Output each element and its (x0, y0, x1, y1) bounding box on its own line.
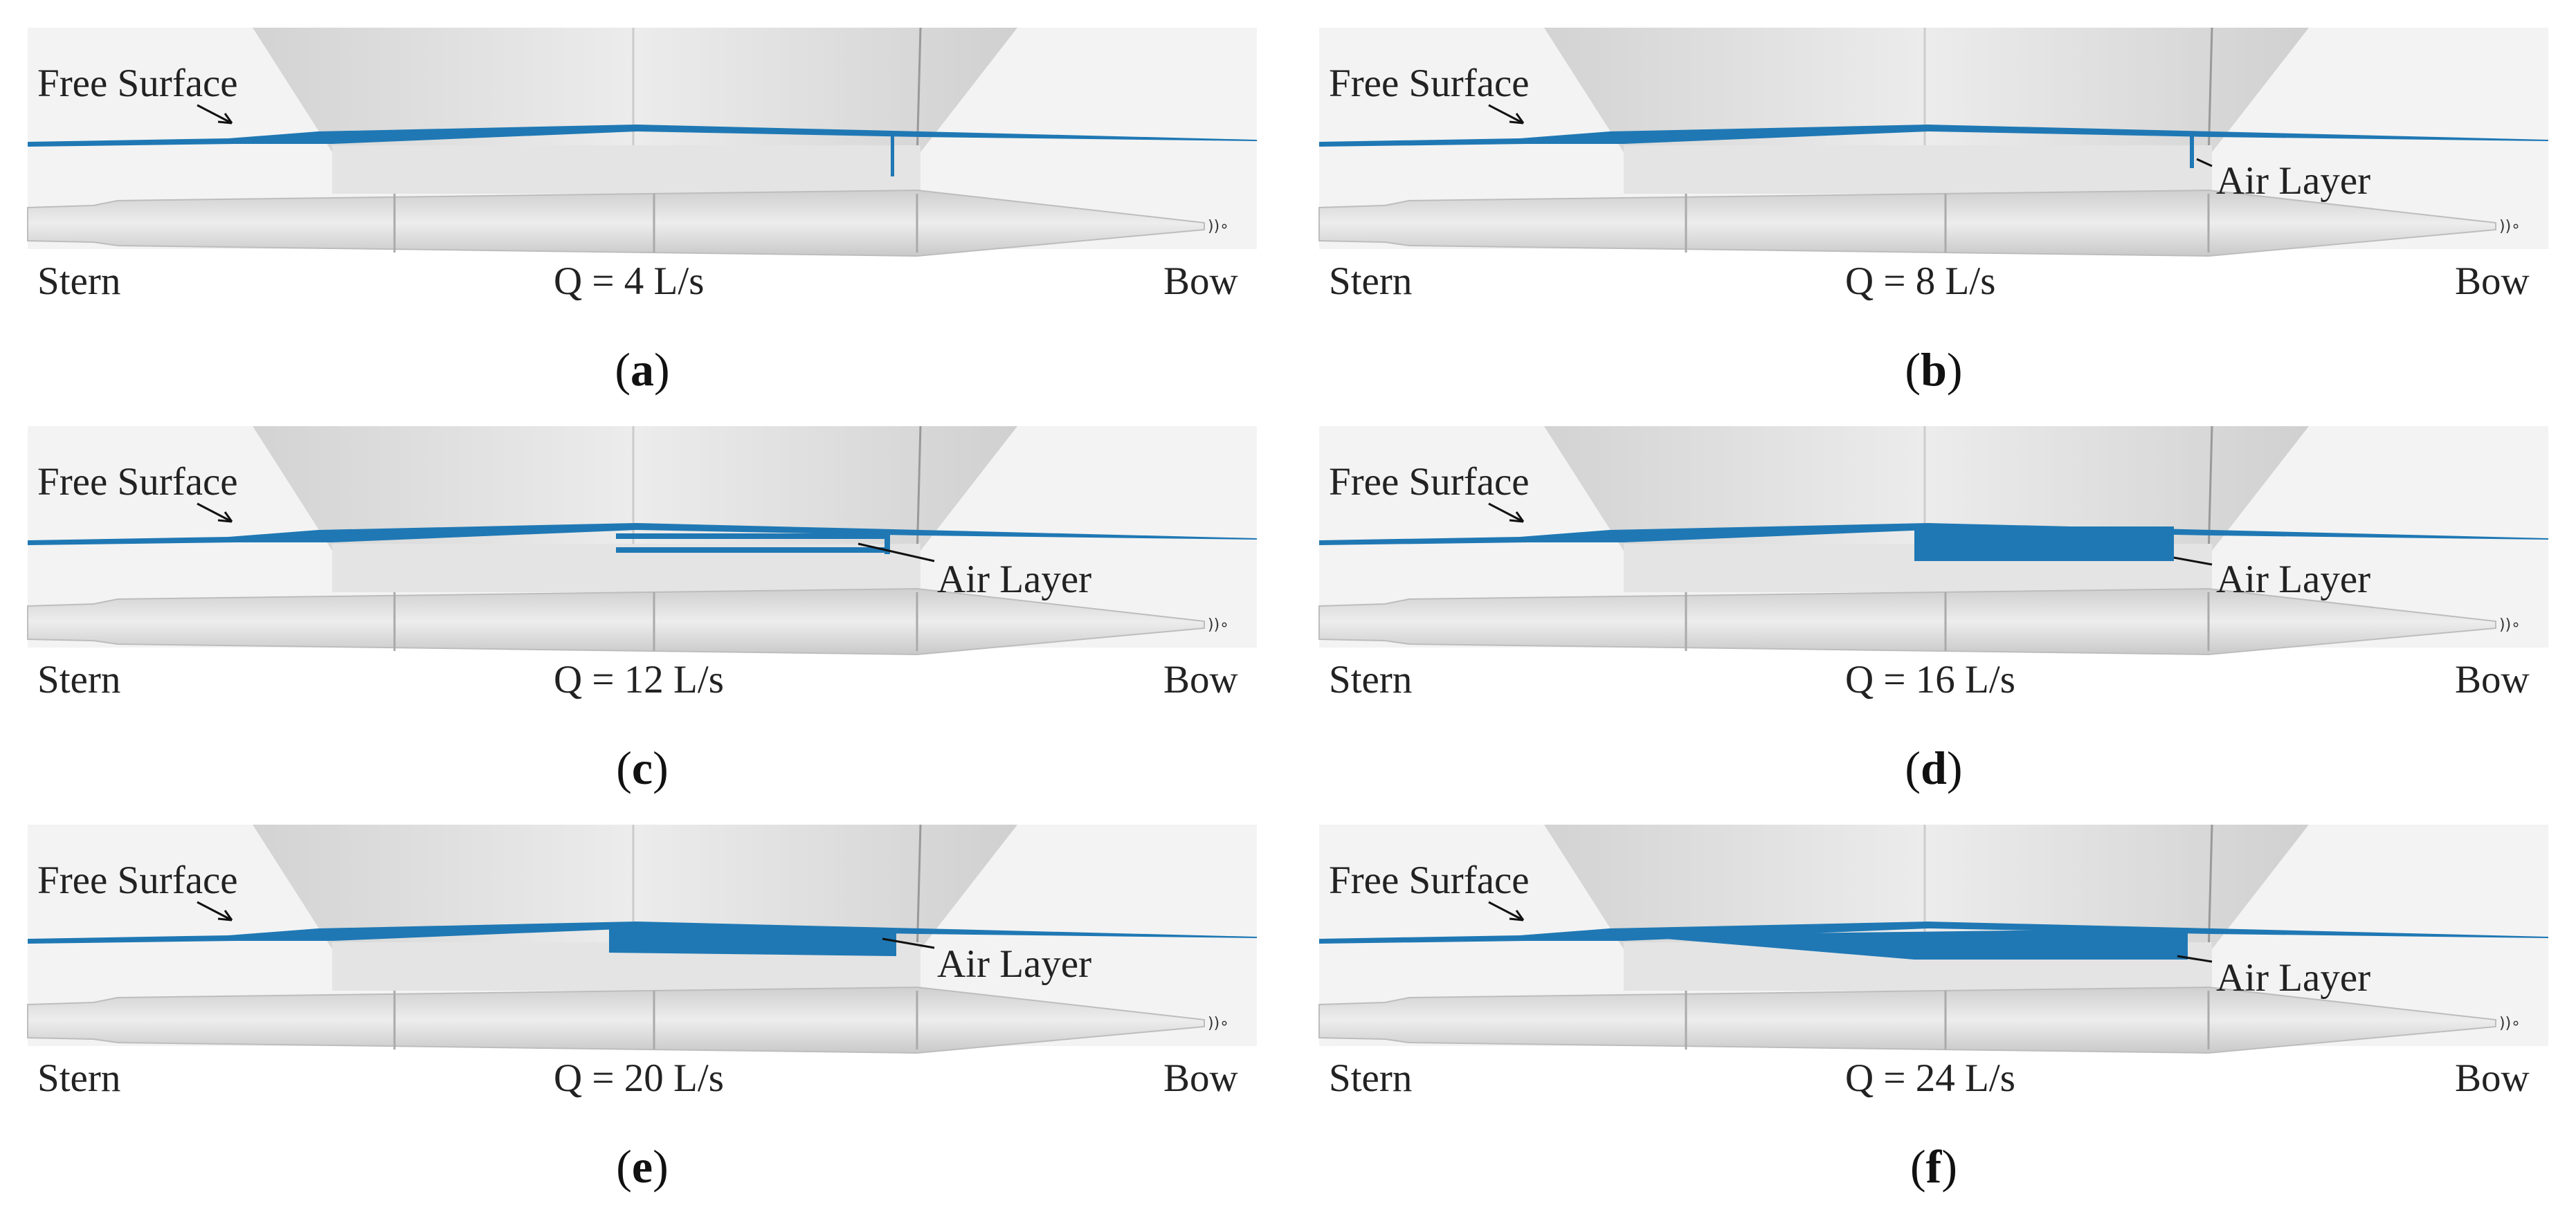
stern-label: Stern (37, 658, 121, 702)
stern-label: Stern (37, 259, 121, 303)
free-surface (28, 922, 1257, 944)
bow-tip-mark: ))∘ (1208, 1015, 1229, 1032)
strut (253, 426, 1017, 551)
free-surface-arrow (197, 104, 233, 125)
hull (27, 986, 1205, 1054)
flow-rate-label: Q = 24 L/s (1845, 1056, 2015, 1100)
air-layer-arrow (2196, 158, 2213, 167)
panel-caption: (c) (616, 742, 669, 794)
panel-caption: (a) (615, 343, 670, 396)
panel-f: ))∘ Free Surface Air Layer Stern Q = 24 … (1318, 824, 2548, 1198)
air-layer (616, 533, 889, 539)
air-layer (2190, 135, 2194, 168)
air-layer-arrow (2173, 556, 2213, 566)
flow-rate-label: Q = 12 L/s (554, 658, 724, 702)
panel-caption: (f) (1910, 1140, 1957, 1193)
flow-rate-label: Q = 16 L/s (1845, 658, 2015, 702)
air-layer-arrow (882, 937, 935, 949)
hull-diagram-c: ))∘ (27, 425, 1257, 656)
free-surface-arrow (197, 901, 233, 922)
flow-rate-label: Q = 8 L/s (1845, 259, 1996, 303)
strut (1544, 426, 2309, 551)
strut-edge (2207, 425, 2213, 558)
strut-edge (2207, 27, 2213, 160)
strut (253, 825, 1017, 949)
bow-label: Bow (2455, 259, 2530, 303)
bow-tip-mark: ))∘ (2499, 616, 2521, 634)
bow-label: Bow (1163, 259, 1238, 303)
hull (27, 587, 1205, 656)
panel-e: ))∘ Free Surface Air Layer Stern Q = 20 … (27, 824, 1257, 1198)
hull (1318, 189, 2496, 257)
bow-tip-mark: ))∘ (1208, 218, 1229, 235)
strut-edge (916, 27, 922, 160)
air-layer-arrow (858, 542, 935, 562)
free-surface (1319, 922, 2548, 944)
free-surface-label: Free Surface (1329, 62, 1530, 105)
air-layer-label: Air Layer (2216, 558, 2371, 601)
air-layer-label: Air Layer (2216, 956, 2371, 1000)
free-surface-label: Free Surface (1329, 859, 1530, 902)
free-surface-arrow (197, 502, 233, 523)
hull (1318, 587, 2496, 656)
free-surface-label: Free Surface (1329, 460, 1530, 504)
stern-label: Stern (37, 1056, 121, 1100)
hull-diagram-a: ))∘ (27, 27, 1257, 257)
flow-rate-label: Q = 20 L/s (554, 1056, 724, 1100)
bow-label: Bow (2455, 658, 2530, 702)
air-layer (616, 547, 889, 553)
bow-label: Bow (2455, 1056, 2530, 1100)
bow-label: Bow (1163, 1056, 1238, 1100)
bow-label: Bow (1163, 658, 1238, 702)
strut-lower (1624, 145, 2212, 194)
free-surface-arrow (1488, 104, 1525, 125)
flow-rate-label: Q = 4 L/s (554, 259, 705, 303)
hull-diagram-b: ))∘ (1318, 27, 2548, 257)
strut (1544, 825, 2309, 949)
panel-caption: (b) (1905, 343, 1963, 396)
panel-d: ))∘ Free Surface Air Layer Stern Q = 16 … (1318, 425, 2548, 800)
air-layer-label: Air Layer (937, 942, 1092, 986)
free-surface-label: Free Surface (37, 859, 238, 902)
hull (1318, 986, 2496, 1054)
hull-diagram-e: ))∘ (27, 824, 1257, 1054)
stern-label: Stern (1329, 1056, 1413, 1100)
strut (1544, 28, 2309, 152)
air-layer (885, 530, 890, 554)
air-layer-label: Air Layer (2216, 159, 2371, 203)
panel-caption: (e) (616, 1140, 669, 1193)
strut (253, 28, 1017, 152)
bow-tip-mark: ))∘ (1208, 616, 1229, 634)
strut-lower (332, 145, 920, 194)
hull-diagram-d: ))∘ (1318, 425, 2548, 656)
free-surface-label: Free Surface (37, 62, 238, 105)
air-layer-arrow (2177, 955, 2213, 963)
stern-label: Stern (1329, 658, 1413, 702)
panel-c: ))∘ Free Surface Air Layer Stern Q = 12 … (27, 425, 1257, 800)
free-surface (28, 125, 1257, 147)
panel-b: ))∘ Free Surface Air Layer Stern Q = 8 L… (1318, 27, 2548, 401)
free-surface (28, 523, 1257, 545)
strut-edge (916, 425, 922, 558)
bow-tip-mark: ))∘ (2499, 1015, 2521, 1032)
free-surface (1319, 523, 2548, 545)
air-layer (891, 135, 894, 176)
panel-caption: (d) (1905, 742, 1963, 794)
free-surface-arrow (1488, 901, 1525, 922)
free-surface-label: Free Surface (37, 460, 238, 504)
hull (27, 189, 1205, 257)
bow-tip-mark: ))∘ (2499, 218, 2521, 235)
hull-diagram-f: ))∘ (1318, 824, 2548, 1054)
strut-edge (2207, 824, 2213, 957)
strut-edge (916, 824, 922, 957)
free-surface (1319, 125, 2548, 147)
air-layer (1624, 928, 2188, 960)
air-layer (1914, 526, 2174, 561)
stern-label: Stern (1329, 259, 1413, 303)
panel-a: ))∘ Free Surface Stern Q = 4 L/s Bow (a) (27, 27, 1257, 401)
air-layer-label: Air Layer (937, 558, 1092, 601)
free-surface-arrow (1488, 502, 1525, 523)
air-layer (609, 928, 896, 956)
